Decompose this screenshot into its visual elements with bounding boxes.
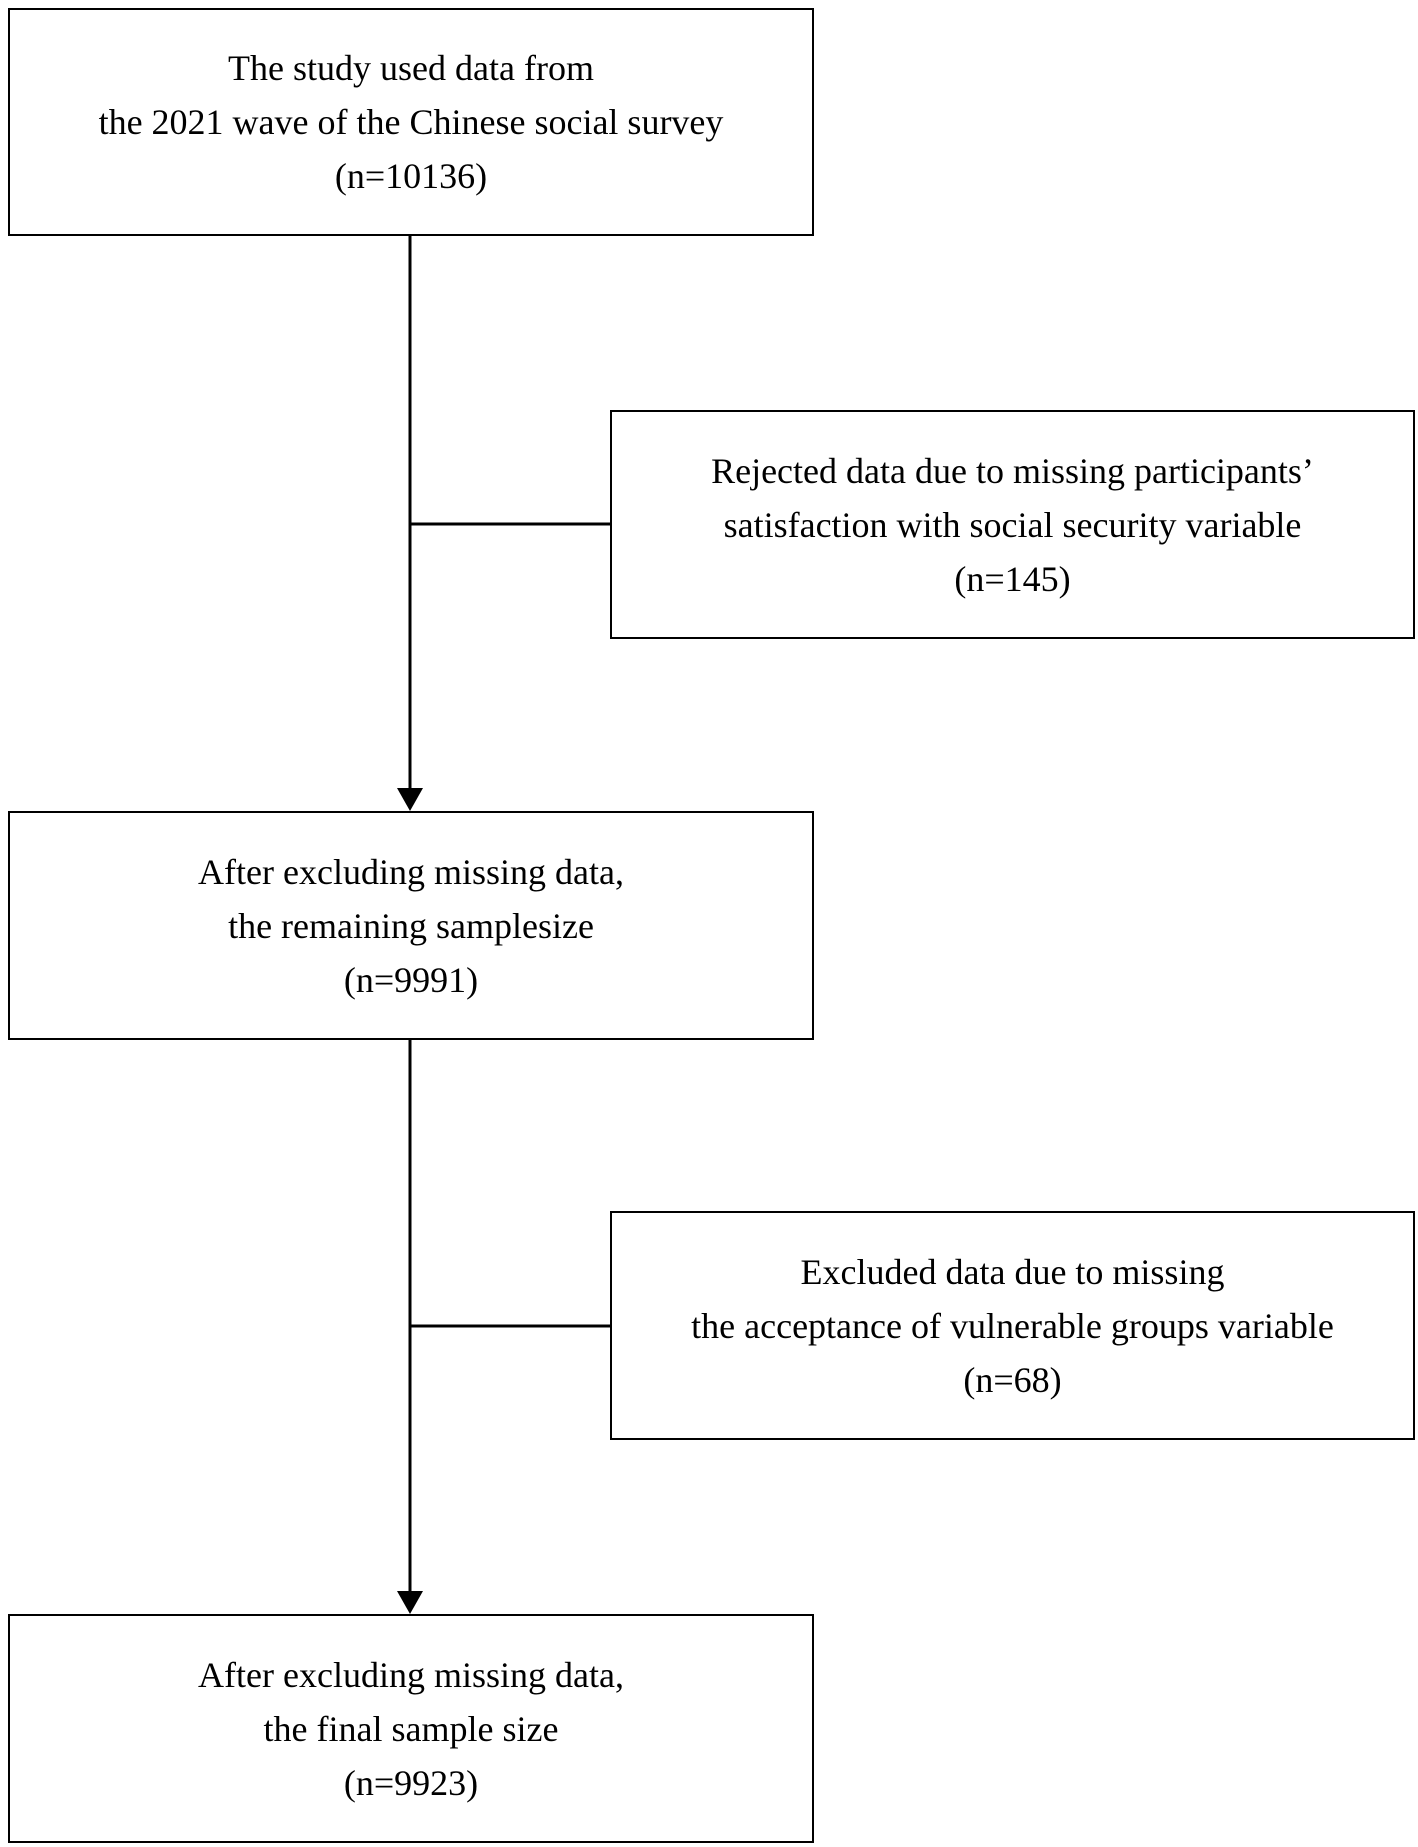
exclusion-box-2: Excluded data due to missing the accepta… bbox=[610, 1211, 1415, 1440]
final-box: After excluding missing data, the final … bbox=[8, 1614, 814, 1843]
middle-box-line-2: the remaining samplesize bbox=[228, 905, 594, 946]
middle-box: After excluding missing data, the remain… bbox=[8, 811, 814, 1040]
final-box-line-2: the final sample size bbox=[263, 1708, 559, 1749]
exclusion-2-line-2: the acceptance of vulnerable groups vari… bbox=[691, 1305, 1334, 1346]
arrowhead-to-final bbox=[397, 1591, 423, 1614]
final-box-line-1: After excluding missing data, bbox=[198, 1654, 624, 1695]
final-box-count: (n=9923) bbox=[343, 1762, 479, 1803]
exclusion-1-line-2: satisfaction with social security variab… bbox=[723, 504, 1302, 545]
exclusion-1-line-1: Rejected data due to missing participant… bbox=[711, 450, 1314, 491]
exclusion-2-line-1: Excluded data due to missing bbox=[800, 1251, 1225, 1292]
middle-box-line-1: After excluding missing data, bbox=[198, 851, 624, 892]
exclusion-box-1: Rejected data due to missing participant… bbox=[610, 410, 1415, 639]
start-box-count: (n=10136) bbox=[334, 156, 488, 196]
start-box: The study used data from the 2021 wave o… bbox=[8, 8, 814, 236]
start-box-line-1: The study used data from bbox=[228, 48, 594, 88]
exclusion-2-count: (n=68) bbox=[963, 1359, 1062, 1400]
exclusion-1-count: (n=145) bbox=[954, 558, 1071, 599]
start-box-line-2: the 2021 wave of the Chinese social surv… bbox=[98, 102, 724, 142]
middle-box-count: (n=9991) bbox=[343, 959, 479, 1000]
arrowhead-to-middle bbox=[397, 788, 423, 811]
